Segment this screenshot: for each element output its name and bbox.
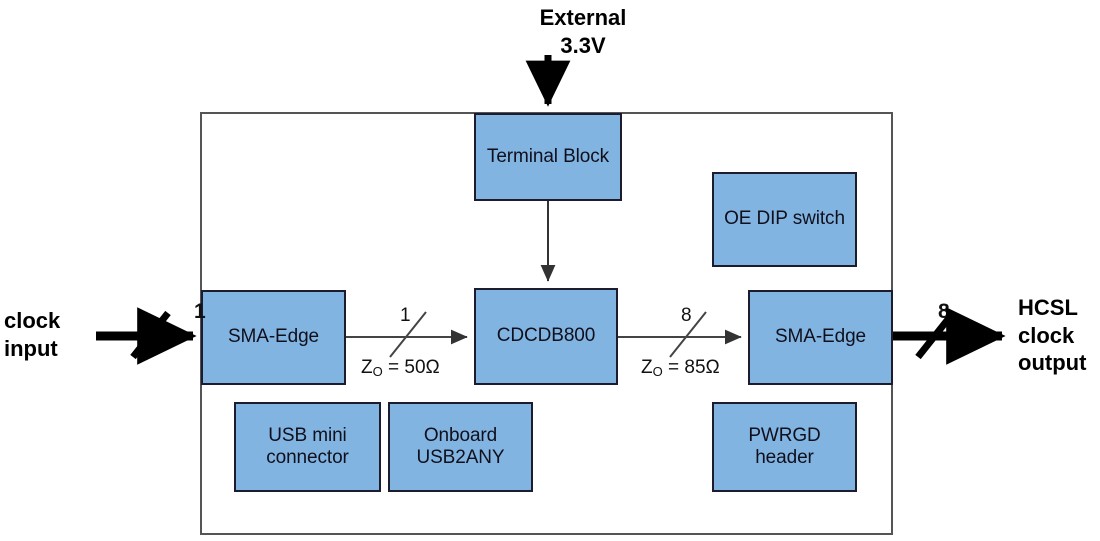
cdcdb800-to-sma-width-label: 8: [681, 305, 692, 326]
hcsl-clock-output-label: HCSL clock output: [1018, 294, 1100, 377]
block-terminal-block-label: Terminal Block: [486, 145, 610, 167]
cdcdb800-to-sma-impedance-label: ZO = 85Ω: [641, 357, 720, 379]
block-pwrgd-header[interactable]: PWRGD header: [712, 402, 857, 492]
impedance-z-symbol-right: Z: [641, 357, 653, 378]
impedance-z-symbol-left: Z: [361, 357, 373, 378]
hcsl-output-line-2: clock: [1018, 322, 1075, 348]
block-oe-dip-switch-label: OE DIP switch: [724, 208, 845, 230]
clock-input-arrow: [96, 307, 197, 365]
input-bus-width-label: 1: [194, 300, 206, 323]
output-bus-width-label: 8: [938, 300, 950, 323]
block-onboard-usb2any-line-2: USB2ANY: [416, 447, 505, 468]
impedance-z-subscript-left: O: [372, 364, 383, 379]
sma-to-cdcdb800-impedance-label: ZO = 50Ω: [361, 357, 440, 379]
clock-input-line-1: clock: [4, 308, 61, 333]
impedance-value-right: = 85Ω: [662, 357, 720, 378]
block-usb-mini-connector[interactable]: USB mini connector: [234, 402, 381, 492]
clock-input-label: clock input: [4, 307, 92, 362]
impedance-z-subscript-right: O: [652, 364, 663, 379]
block-onboard-usb2any-line-1: Onboard: [423, 424, 498, 446]
sma-to-cdcdb800-width-label: 1: [400, 305, 411, 326]
block-usb-mini-connector-line-2: connector: [266, 447, 349, 468]
hcsl-output-line-3: output: [1018, 350, 1087, 375]
block-usb-mini-connector-line-1: USB mini: [268, 424, 347, 446]
block-oe-dip-switch[interactable]: OE DIP switch: [712, 172, 857, 267]
block-sma-edge-input[interactable]: SMA-Edge: [201, 290, 346, 385]
block-pwrgd-header-line-2: header: [755, 447, 814, 468]
block-terminal-block[interactable]: Terminal Block: [474, 113, 622, 201]
block-pwrgd-header-line-1: PWRGD: [748, 424, 821, 446]
external-supply-line-2: 3.3V: [560, 32, 606, 58]
external-supply-line-1: External: [539, 5, 627, 30]
block-cdcdb800-label: CDCDB800: [496, 325, 596, 347]
block-sma-edge-output-label: SMA-Edge: [774, 326, 867, 348]
external-supply-label: External 3.3V: [498, 4, 668, 59]
block-cdcdb800[interactable]: CDCDB800: [474, 288, 618, 385]
block-onboard-usb2any[interactable]: Onboard USB2ANY: [388, 402, 533, 492]
block-sma-edge-input-label: SMA-Edge: [227, 326, 320, 348]
clock-input-line-2: input: [4, 335, 58, 361]
impedance-value-left: = 50Ω: [382, 357, 440, 378]
block-sma-edge-output[interactable]: SMA-Edge: [748, 290, 893, 385]
hcsl-output-line-1: HCSL: [1018, 295, 1078, 320]
